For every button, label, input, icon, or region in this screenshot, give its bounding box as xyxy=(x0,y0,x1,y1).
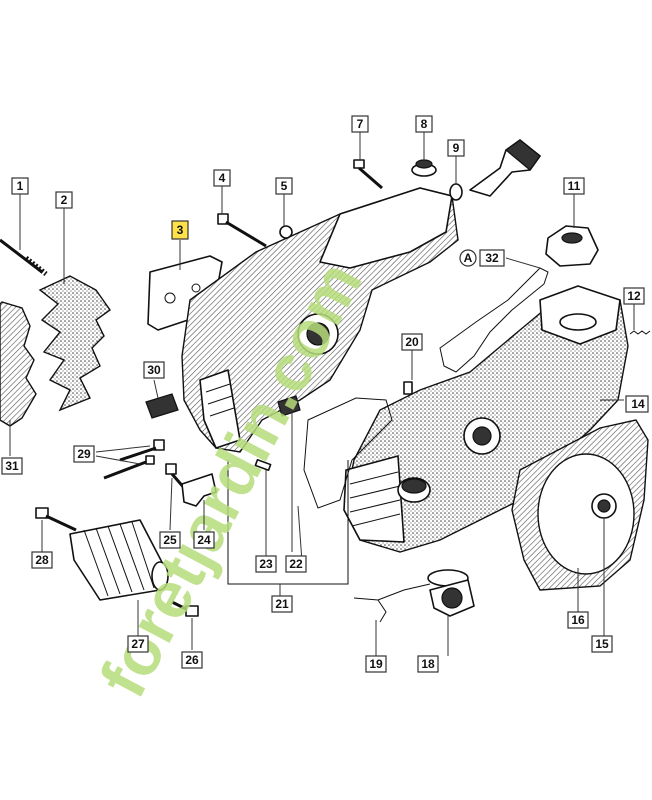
part-2-spike-plate xyxy=(38,275,111,412)
part-7-screw xyxy=(353,159,383,190)
svg-text:12: 12 xyxy=(627,289,641,303)
callout-5: 5 xyxy=(275,177,293,195)
part-31-side-plate xyxy=(0,301,37,427)
crankcase-skirt xyxy=(199,369,241,449)
svg-text:7: 7 xyxy=(357,117,364,131)
callout-32: 32 xyxy=(479,249,505,267)
callout-18: 18 xyxy=(417,655,439,673)
part-29-screws xyxy=(103,439,165,480)
svg-text:11: 11 xyxy=(568,179,581,193)
callout-31: 31 xyxy=(1,457,23,475)
callout-7: 7 xyxy=(351,115,369,133)
callout-8: 8 xyxy=(415,115,433,133)
callout-3: 3 xyxy=(171,220,189,240)
part-19-wire xyxy=(353,583,431,623)
svg-text:31: 31 xyxy=(5,459,19,473)
callout-11: 11 xyxy=(563,177,585,195)
callout-12: 12 xyxy=(623,287,645,305)
part-20-pin xyxy=(403,381,413,395)
callout-27: 27 xyxy=(127,635,149,653)
svg-text:21: 21 xyxy=(275,597,289,611)
callout-26: 26 xyxy=(181,651,203,669)
part-11-boot xyxy=(545,225,599,267)
svg-text:18: 18 xyxy=(421,657,435,671)
svg-text:27: 27 xyxy=(131,637,145,651)
svg-text:26: 26 xyxy=(185,653,199,667)
part-30-block xyxy=(145,393,179,419)
svg-text:23: 23 xyxy=(259,557,273,571)
svg-text:32: 32 xyxy=(485,251,499,265)
part-8-grommet xyxy=(411,159,437,177)
callout-14: 14 xyxy=(625,395,649,413)
part-22-gasket xyxy=(303,397,393,509)
callout-16: 16 xyxy=(567,611,589,629)
svg-text:2: 2 xyxy=(61,193,68,207)
callout-1: 1 xyxy=(11,177,29,195)
svg-text:14: 14 xyxy=(631,397,645,411)
leader-lines xyxy=(9,132,635,656)
svg-text:29: 29 xyxy=(77,447,91,461)
part-28-bolt xyxy=(35,507,77,532)
svg-text:15: 15 xyxy=(595,637,609,651)
svg-text:22: 22 xyxy=(289,557,303,571)
part-5-nut xyxy=(279,225,293,239)
part-18-plug xyxy=(427,569,475,617)
crankcase-right-fins xyxy=(343,455,405,543)
callout-24: 24 xyxy=(193,531,215,549)
crankcase-top-flange xyxy=(319,187,453,269)
svg-text:1: 1 xyxy=(17,179,24,193)
callout-20: 20 xyxy=(401,333,423,351)
part-24-bracket xyxy=(181,473,217,507)
group-21-bracket xyxy=(227,460,349,585)
svg-text:19: 19 xyxy=(369,657,383,671)
callout-19: 19 xyxy=(365,655,387,673)
callout-28: 28 xyxy=(31,551,53,569)
part-26-screw xyxy=(171,600,199,617)
callout-2: 2 xyxy=(55,191,73,209)
svg-text:9: 9 xyxy=(453,141,460,155)
svg-text:A: A xyxy=(464,251,473,265)
callout-21: 21 xyxy=(271,595,293,613)
svg-text:3: 3 xyxy=(177,223,184,237)
part-22-block xyxy=(277,395,301,417)
callout-22: 22 xyxy=(285,555,307,573)
callout-9: 9 xyxy=(447,139,465,157)
callout-15: 15 xyxy=(591,635,613,653)
part-4-bolt xyxy=(217,213,267,248)
part-9-washer xyxy=(449,183,463,201)
svg-text:16: 16 xyxy=(571,613,585,627)
callout-30: 30 xyxy=(143,361,165,379)
part-27-damper xyxy=(69,519,169,601)
svg-text:20: 20 xyxy=(405,335,419,349)
svg-text:24: 24 xyxy=(197,533,211,547)
callout-29: 29 xyxy=(73,445,95,463)
svg-text:4: 4 xyxy=(219,171,226,185)
svg-text:28: 28 xyxy=(35,553,49,567)
callout-4: 4 xyxy=(213,169,231,187)
part-12-spring xyxy=(629,330,651,335)
part-1-rod xyxy=(0,238,48,276)
marker-a: A xyxy=(459,249,477,267)
part-23-pin xyxy=(254,458,272,472)
svg-text:30: 30 xyxy=(147,363,161,377)
svg-text:25: 25 xyxy=(163,533,177,547)
part-32-gasket xyxy=(439,267,549,373)
svg-text:5: 5 xyxy=(281,179,288,193)
svg-text:8: 8 xyxy=(421,117,428,131)
callout-23: 23 xyxy=(255,555,277,573)
callout-25: 25 xyxy=(159,531,181,549)
